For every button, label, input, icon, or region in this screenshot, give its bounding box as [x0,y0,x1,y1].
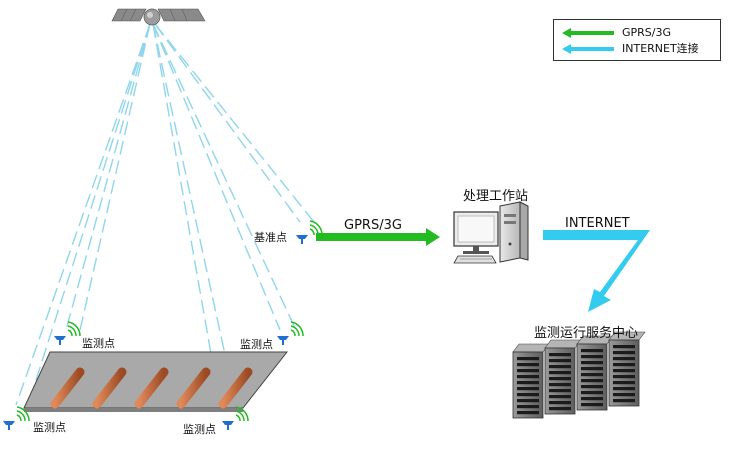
beam-line [65,23,151,331]
beam-line [27,23,151,406]
monitoring-point-label: 监测点 [240,338,273,351]
legend-item-internet: INTERNET连接 [562,42,722,56]
gprs-link-label: GPRS/3G [344,218,402,233]
workstation-icon [453,201,529,264]
monitoring-point-label: 监测点 [183,423,216,436]
pipe [92,367,127,409]
server-rack-icon [512,331,646,419]
beam-line [152,23,297,331]
legend-internet-label: INTERNET连接 [622,42,699,55]
legend: GPRS/3G INTERNET连接 [553,19,721,61]
pipe [218,367,253,409]
pipe [176,367,211,409]
monitoring-point-label: 监测点 [82,337,115,350]
green-arrow-icon [562,28,614,38]
internet-link-label: INTERNET [565,216,630,231]
pipe [50,367,85,409]
receiver-icon [3,406,30,430]
beam-line [154,23,301,223]
beam-line [152,23,221,406]
legend-item-gprs: GPRS/3G [562,26,722,40]
pipe [134,367,169,409]
server-unit [576,335,614,411]
beam-line [154,23,315,223]
receiver-icon [222,406,249,430]
monitoring-point-label: 监测点 [33,421,66,434]
monitored-platform [23,351,289,412]
server-unit [544,339,582,415]
pipes [50,367,253,409]
beam-line [152,23,281,331]
gprs-arrow [316,228,440,246]
receiver-icon [277,321,304,345]
beam-line [15,23,151,406]
beam-line [152,23,237,406]
service-center-label: 监测运行服务中心 [534,326,639,341]
server-unit [512,343,550,419]
reference-point-label: 基准点 [254,231,287,244]
internet-arrow [543,230,650,312]
gnss-receivers [3,220,323,430]
satellite-icon [111,8,206,26]
beam-line [79,23,151,331]
workstation-label: 处理工作站 [463,189,529,204]
receiver-icon [54,321,81,345]
legend-gprs-label: GPRS/3G [622,26,672,39]
server-unit [608,331,646,407]
satellite-beams [15,23,315,406]
cyan-arrow-icon [562,44,614,54]
